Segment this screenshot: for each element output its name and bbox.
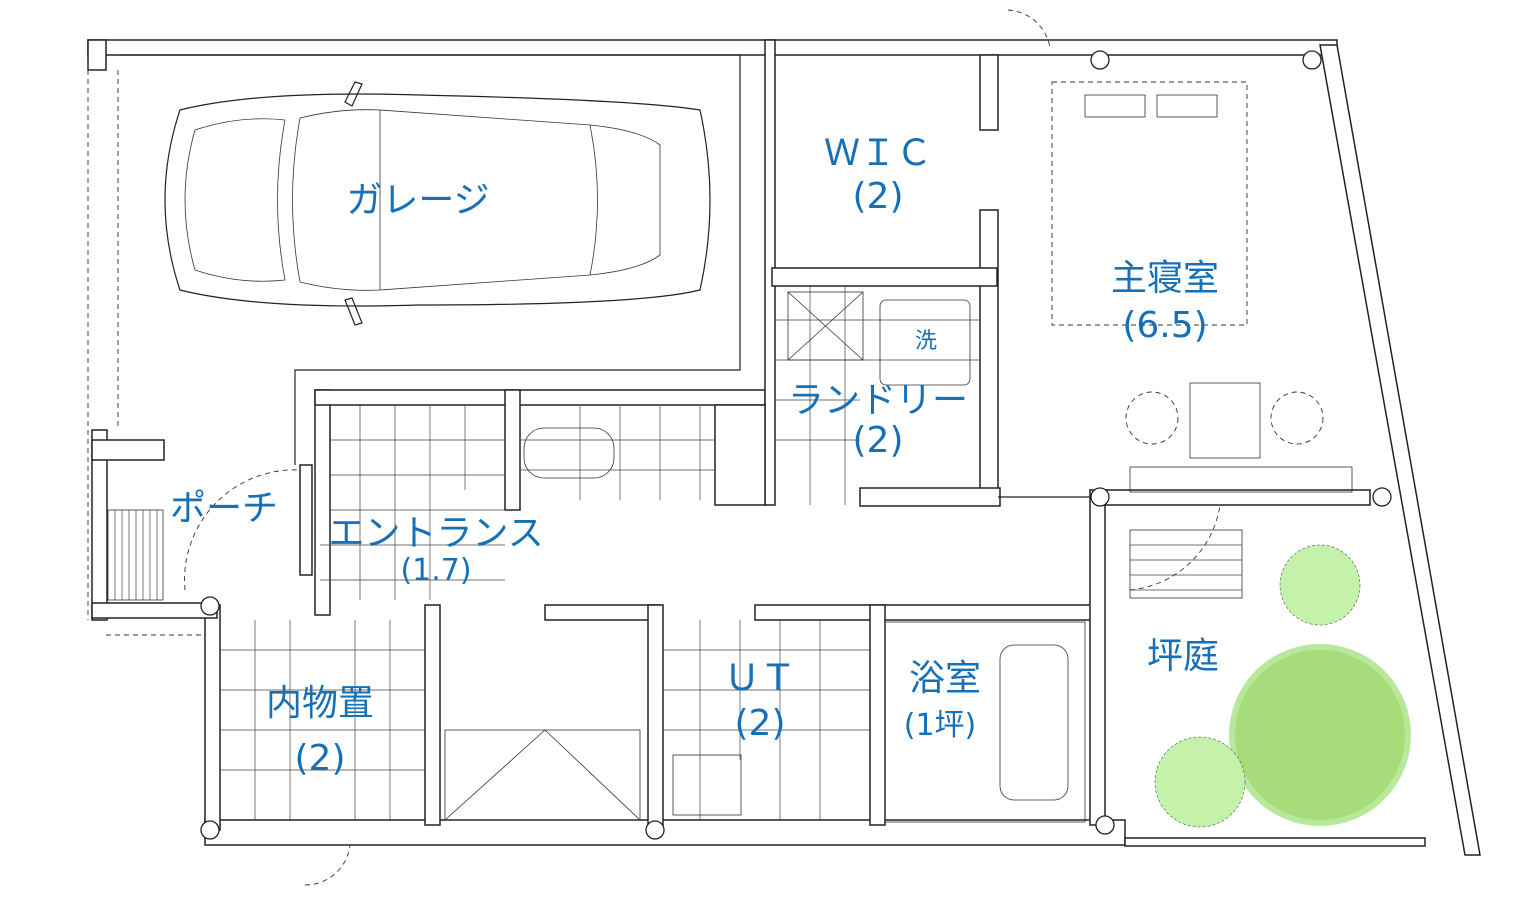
garage-label: ガレージ <box>346 180 489 221</box>
laundry-size: (2) <box>853 420 904 461</box>
ut-size: (2) <box>735 703 786 744</box>
walls <box>91 39 1481 856</box>
washer-label: 洗 <box>915 329 937 354</box>
floor-tiles <box>220 286 980 820</box>
ut-label: ＵＴ <box>724 658 796 699</box>
garage-area <box>87 39 773 636</box>
car-icon <box>164 81 711 326</box>
fixtures <box>107 9 1353 886</box>
storage-label: 内物置 <box>266 683 374 724</box>
entrance-label: エントランス <box>328 513 543 554</box>
courtyard-trees <box>1154 544 1411 828</box>
laundry-label: ランドリー <box>788 380 968 421</box>
courtyard-label: 坪庭 <box>1147 636 1219 677</box>
wic-label: ＷＩＣ <box>824 133 932 174</box>
master-bedroom-label: 主寝室 <box>1111 258 1219 299</box>
columns <box>200 50 1392 840</box>
entrance-size: (1.7) <box>400 553 471 588</box>
wic-size: (2) <box>853 176 904 217</box>
room-labels: ガレージ ＷＩＣ (2) 主寝室 (6.5) 洗 ランドリー (2) ポーチ エ… <box>170 133 1219 779</box>
storage-size: (2) <box>295 738 346 779</box>
porch-label: ポーチ <box>170 488 278 529</box>
bathroom-label: 浴室 <box>909 658 981 699</box>
master-bedroom-size: (6.5) <box>1122 305 1207 346</box>
tree-icon <box>1279 544 1361 626</box>
tree-icon <box>1154 736 1246 828</box>
bathroom-size: (1坪) <box>904 708 977 743</box>
tree-icon <box>1229 644 1411 826</box>
